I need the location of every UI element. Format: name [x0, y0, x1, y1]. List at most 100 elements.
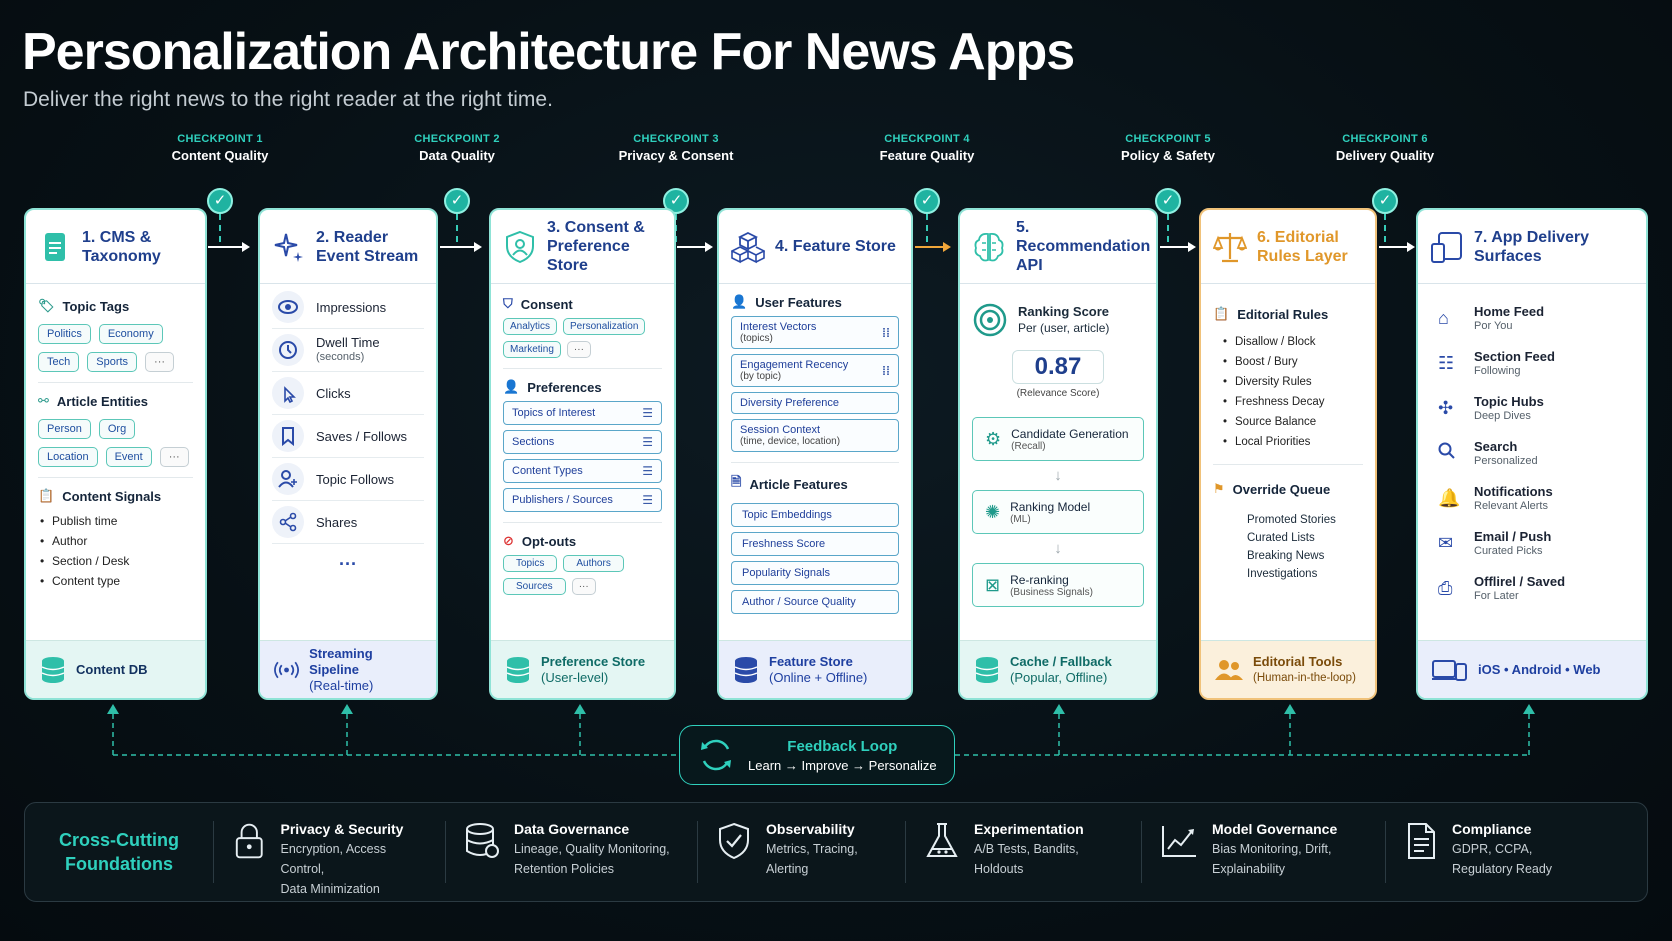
arrow-right-icon: [677, 242, 713, 252]
pipeline-step: ✺Ranking Model(ML): [972, 490, 1144, 534]
target-icon: [973, 303, 1007, 337]
chip: Politics: [38, 324, 91, 344]
card-title: 7. App Delivery Surfaces: [1474, 228, 1590, 265]
feature-field: Diversity Preference: [731, 392, 899, 414]
pipeline-step: ⚙Candidate Generation(Recall): [972, 417, 1144, 461]
search-icon: [1438, 442, 1460, 465]
section-title: 🗎Article Features: [731, 473, 899, 495]
refresh-icon: [701, 739, 731, 771]
shield-user-icon: [506, 230, 534, 263]
event-row: Clicks: [272, 372, 424, 415]
section-title: ⚯Article Entities: [38, 393, 148, 409]
card-title: 1. CMS & Taxonomy: [82, 228, 161, 265]
flag-icon: ⚑: [1213, 481, 1225, 496]
score-caption: (Relevance Score): [1016, 388, 1100, 399]
footer-label: Streaming Sipeline: [309, 645, 373, 677]
clipboard-icon: 📋: [1213, 306, 1230, 321]
flask-icon: [926, 823, 958, 857]
chip: Tech: [38, 352, 80, 372]
footer-sub: (Real-time): [309, 677, 374, 693]
rule-item: Boost / Bury: [1221, 356, 1363, 368]
arrow-down-icon: ↓: [1054, 540, 1062, 557]
rule-item: Disallow / Block: [1221, 336, 1363, 348]
feature-field: Session Context(time, device, location): [731, 419, 899, 452]
users-icon: [1215, 659, 1243, 680]
home-icon: ⌂: [1438, 308, 1449, 328]
connector-dash: [1167, 214, 1169, 242]
preference-field[interactable]: Content Types☰: [503, 459, 662, 483]
feedback-title: Feedback Loop: [787, 737, 898, 755]
preference-field[interactable]: Publishers / Sources☰: [503, 488, 662, 512]
connector-dash: [1384, 214, 1386, 242]
more-indicator: ···: [339, 554, 357, 574]
cubes-icon: [731, 231, 765, 263]
chip: Economy: [98, 324, 163, 344]
check-icon: ✓: [914, 188, 940, 214]
database-icon: [466, 823, 499, 858]
bullet-item: Author: [38, 534, 193, 548]
chip: Person: [38, 419, 91, 439]
shield-check-icon: ⛉: [503, 296, 513, 311]
card-footer: Streaming Sipeline(Real-time): [260, 640, 436, 698]
feedback-sub: Learn → Improve → Personalize: [748, 757, 937, 773]
candidate-icon: ⚙: [985, 428, 1002, 449]
grid-icon: ⁞⁞: [882, 363, 890, 378]
rule-item: Diversity Rules: [1221, 376, 1363, 388]
chip: Authors: [563, 555, 624, 572]
section-title: ⊘Opt-outs: [503, 533, 577, 549]
shield-check-icon: [719, 822, 749, 860]
chip: Marketing: [503, 341, 561, 358]
feedback-loop: Feedback Loop Learn → Improve → Personal…: [679, 725, 955, 785]
check-icon: ✓: [207, 188, 233, 214]
card-title: 5. Recommendation API: [1016, 219, 1151, 274]
arrow-right-icon: [1160, 242, 1196, 252]
feature-field: Engagement Recency(by topic)⁞⁞: [731, 354, 899, 387]
rule-item: Local Priorities: [1221, 436, 1363, 448]
cursor-click-icon: [272, 377, 304, 409]
user-icon: 👤: [731, 294, 748, 309]
database-icon: [41, 656, 65, 683]
card-title: 3. Consent & Preference Store: [547, 219, 645, 274]
section-title: 🏷Topic Tags: [38, 298, 130, 314]
chip: Event: [105, 447, 152, 467]
block-icon: ⊘: [503, 533, 514, 548]
card-footer: iOS • Android • Web: [1418, 640, 1646, 698]
card-footer: Editorial Tools(Human-in-the-loop): [1201, 640, 1375, 698]
more-chip[interactable]: ···: [145, 352, 175, 372]
more-chip[interactable]: ···: [159, 447, 189, 467]
card-consent-preference: 3. Consent & Preference Store ⛉Consent A…: [489, 208, 676, 700]
arrow-right-icon: [208, 242, 250, 252]
preference-field[interactable]: Topics of Interest☰: [503, 401, 662, 425]
clock-icon: [272, 334, 304, 366]
network-icon: ✺: [985, 501, 1001, 522]
tag-icon: 🏷: [38, 298, 55, 313]
arrow-down-icon: ↓: [1054, 467, 1062, 484]
more-chip[interactable]: ···: [566, 341, 591, 358]
list-icon: ☰: [642, 406, 653, 420]
footer-label: Editorial Tools: [1253, 653, 1343, 669]
arrow-right-icon: [915, 242, 951, 252]
event-row: Shares: [272, 501, 424, 544]
broadcast-icon: [274, 661, 299, 678]
more-chip[interactable]: ···: [571, 578, 596, 595]
arrow-right-icon: [440, 242, 482, 252]
section-title: ⛉Consent: [503, 296, 573, 312]
chip: Topics: [503, 555, 558, 572]
section-title: 👤User Features: [731, 294, 842, 310]
preference-field[interactable]: Sections☰: [503, 430, 662, 454]
chip: Sources: [503, 578, 566, 595]
connector-dash: [456, 214, 458, 242]
